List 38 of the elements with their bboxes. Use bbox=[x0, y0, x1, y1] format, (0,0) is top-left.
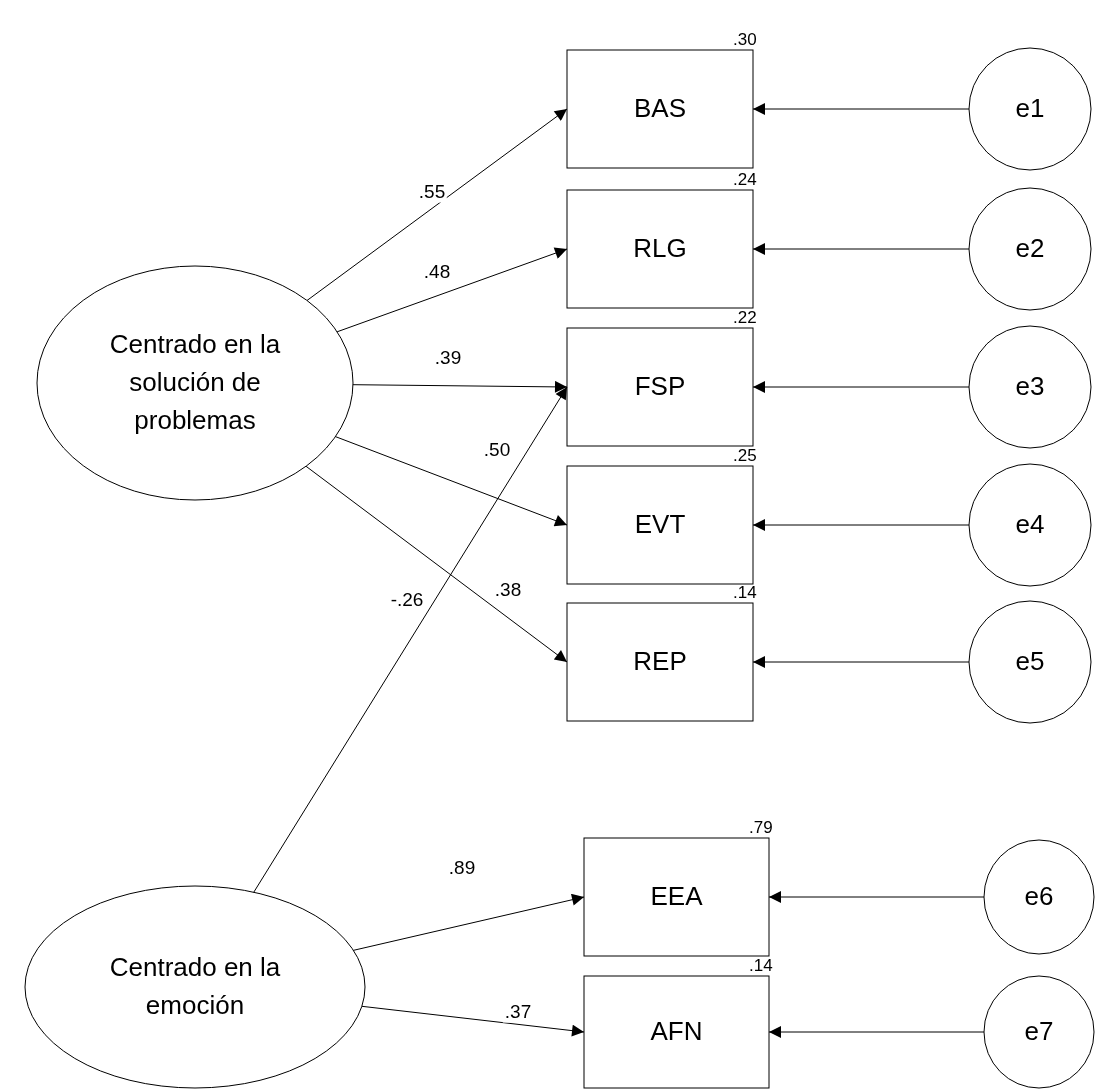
variable-label: BAS bbox=[634, 92, 686, 126]
path-arrow bbox=[334, 436, 568, 527]
variable-label: e7 bbox=[1024, 1015, 1054, 1049]
path-arrow bbox=[352, 893, 585, 951]
path-arrow bbox=[752, 243, 970, 255]
path-arrow bbox=[752, 103, 970, 115]
variable-label: RLG bbox=[633, 232, 687, 266]
path-arrow bbox=[768, 891, 985, 903]
variable-label: e3 bbox=[1015, 370, 1045, 404]
variable-label: e4 bbox=[1015, 508, 1045, 542]
r-squared-value: .22 bbox=[732, 309, 758, 326]
r-squared-value: .14 bbox=[732, 584, 758, 601]
path-arrow bbox=[752, 519, 970, 531]
variable-label: Centrado en la emoción bbox=[108, 951, 282, 1022]
path-arrow bbox=[305, 465, 568, 663]
path-arrow bbox=[752, 381, 970, 393]
variable-label: FSP bbox=[634, 370, 686, 404]
path-arrow bbox=[752, 656, 970, 668]
path-arrow bbox=[352, 380, 568, 393]
path-arrow bbox=[253, 386, 568, 893]
variable-label: e6 bbox=[1024, 880, 1054, 914]
path-arrow bbox=[768, 1026, 985, 1038]
variable-label: EVT bbox=[634, 508, 686, 542]
path-arrow bbox=[306, 108, 568, 301]
variable-label: e2 bbox=[1015, 232, 1045, 266]
path-arrow bbox=[336, 247, 568, 333]
path-arrow bbox=[361, 1005, 585, 1037]
variable-label: e5 bbox=[1015, 645, 1045, 679]
r-squared-value: .14 bbox=[748, 957, 774, 974]
r-squared-value: .79 bbox=[748, 819, 774, 836]
variable-label: EEA bbox=[650, 880, 703, 914]
variable-label: Centrado en la solución de problemas bbox=[108, 328, 282, 437]
r-squared-value: .25 bbox=[732, 447, 758, 464]
r-squared-value: .24 bbox=[732, 171, 758, 188]
variable-label: e1 bbox=[1015, 92, 1045, 126]
variable-label: REP bbox=[633, 645, 687, 679]
variable-label: AFN bbox=[650, 1015, 703, 1049]
r-squared-value: .30 bbox=[732, 31, 758, 48]
